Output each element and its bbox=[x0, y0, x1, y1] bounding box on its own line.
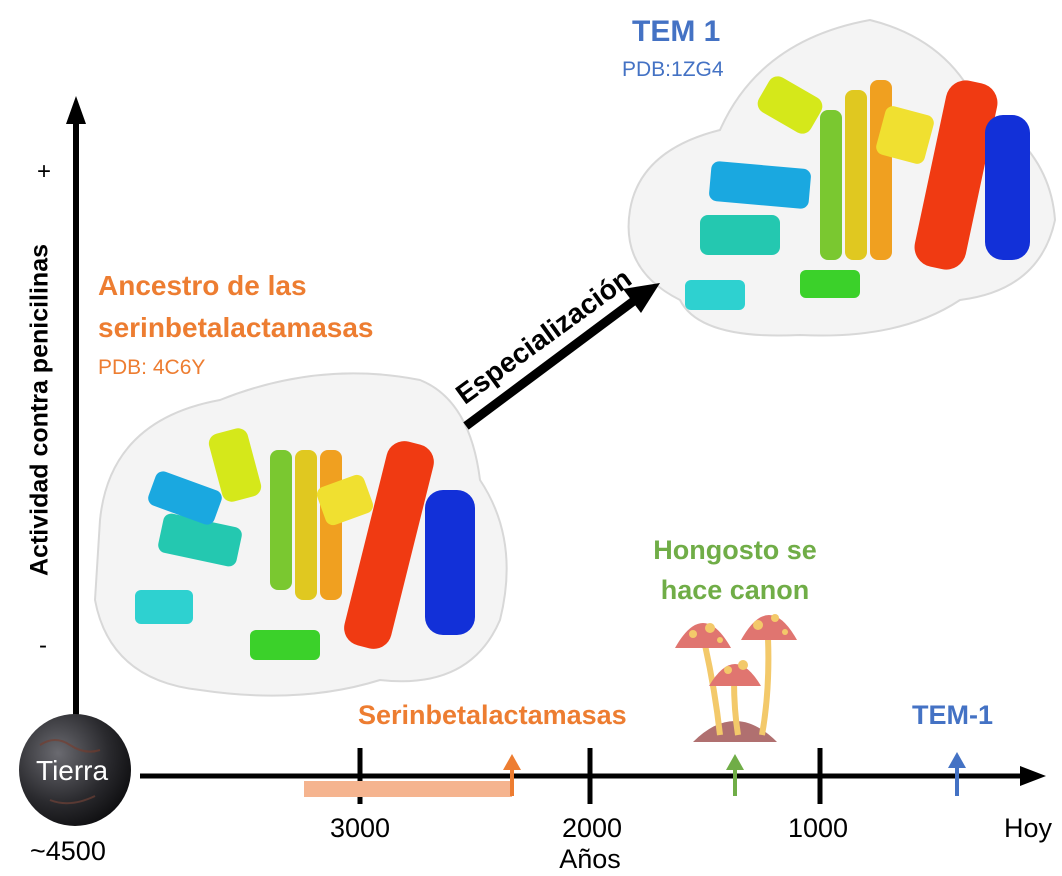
earth-value: ~4500 bbox=[30, 836, 106, 866]
y-axis bbox=[66, 96, 86, 720]
ancestor-title-line1: Ancestro de las bbox=[98, 270, 307, 301]
mushroom-icon bbox=[675, 614, 797, 742]
modern-pdb: PDB:1ZG4 bbox=[622, 58, 724, 81]
tem-event-label: TEM-1 bbox=[912, 700, 993, 730]
y-axis-plus: + bbox=[37, 158, 52, 185]
timeline-axis bbox=[140, 748, 1046, 804]
timeline-end-label: Hoy bbox=[1003, 813, 1053, 843]
timeline-unit-label: Años bbox=[559, 844, 621, 874]
specialization-arrow bbox=[463, 283, 660, 430]
ancestor-pdb: PDB: 4C6Y bbox=[98, 356, 206, 379]
tick-label-2000: 2000 bbox=[561, 813, 623, 843]
y-axis-label: Actividad contra penicilinas bbox=[25, 243, 54, 577]
y-axis-minus: - bbox=[39, 632, 47, 659]
tick-label-1000: 1000 bbox=[787, 813, 849, 843]
earth-label: Tierra bbox=[36, 755, 109, 786]
ancestor-protein-structure-icon bbox=[93, 372, 508, 697]
tem1-protein-structure-icon bbox=[627, 18, 1057, 337]
earth-icon bbox=[19, 714, 131, 826]
serine-range-bar bbox=[304, 781, 512, 797]
ancestor-title-line2: serinbetalactamasas bbox=[98, 312, 374, 343]
mushroom-event-label: Hongosto se hace canon bbox=[653, 535, 817, 605]
serine-arrow bbox=[503, 754, 521, 796]
tem-arrow bbox=[948, 752, 966, 796]
modern-title: TEM 1 bbox=[632, 15, 721, 48]
serine-event-label: Serinbetalactamasas bbox=[358, 700, 627, 730]
tick-label-3000: 3000 bbox=[329, 813, 391, 843]
mushroom-arrow bbox=[726, 754, 744, 796]
